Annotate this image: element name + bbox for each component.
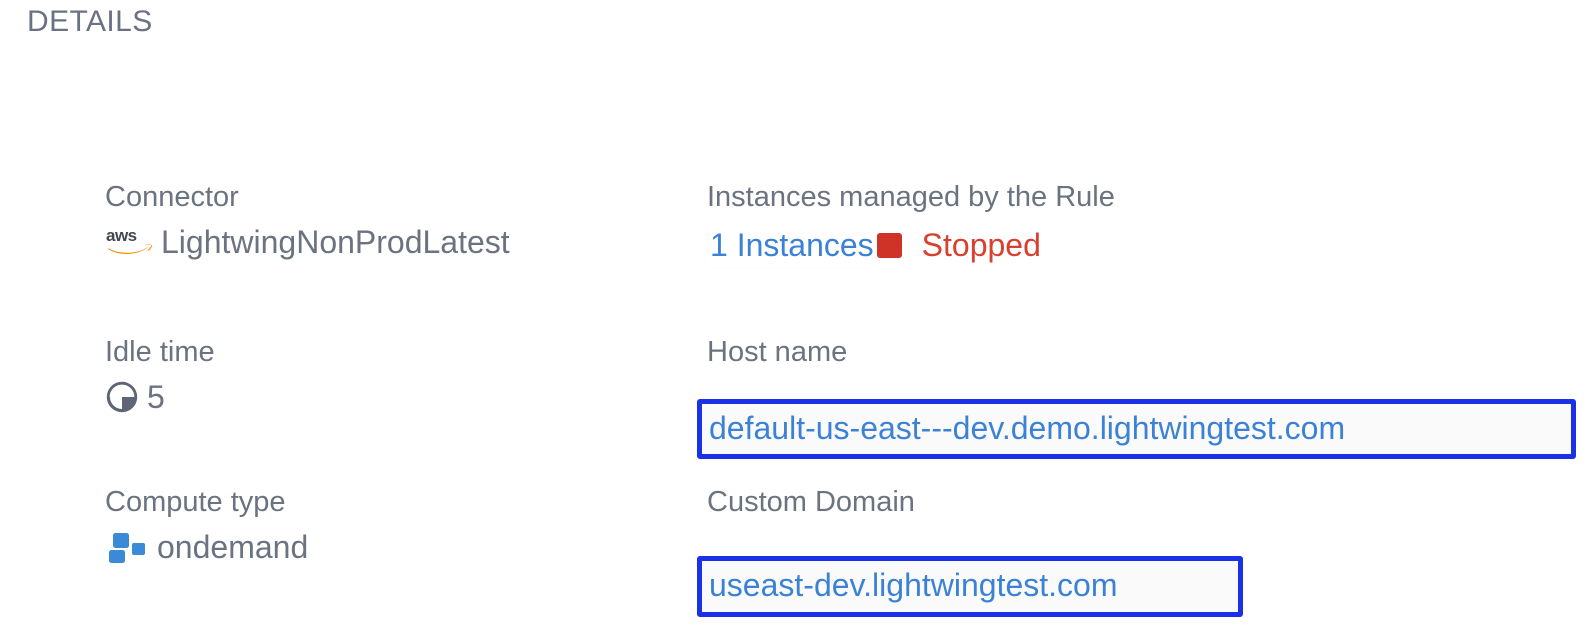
instances-count-link[interactable]: 1 Instances: [707, 222, 878, 268]
status-badge: Stopped: [921, 227, 1041, 263]
details-field-grid: Connector aws LightwingNonProdLatest Ins…: [105, 180, 1585, 567]
field-connector: Connector aws LightwingNonProdLatest: [105, 180, 707, 262]
idle-time-value: 5: [147, 379, 165, 415]
details-row-1: Connector aws LightwingNonProdLatest Ins…: [105, 180, 1585, 268]
field-idle-time: Idle time 5: [105, 335, 707, 417]
connector-value: LightwingNonProdLatest: [161, 224, 510, 260]
compute-type-value-row: ondemand: [105, 527, 707, 567]
host-name-highlight-wrapper: default-us-east---dev.demo.lightwingtest…: [697, 399, 1576, 459]
custom-domain-value[interactable]: useast-dev.lightwingtest.com: [702, 560, 1238, 612]
idle-time-label: Idle time: [105, 336, 215, 368]
field-compute-type: Compute type ondemand: [105, 485, 707, 567]
host-name-highlight-box: [697, 399, 1576, 459]
clock-icon: [105, 380, 139, 414]
svg-text:aws: aws: [106, 226, 137, 245]
host-name-label: Host name: [707, 336, 848, 368]
host-name-value[interactable]: default-us-east---dev.demo.lightwingtest…: [702, 403, 1571, 454]
custom-domain-highlight-box: [697, 556, 1243, 617]
compute-type-label: Compute type: [105, 486, 286, 518]
page-title: DETAILS: [27, 5, 153, 38]
connector-value-row: aws LightwingNonProdLatest: [105, 222, 707, 262]
compute-type-value: ondemand: [157, 529, 309, 565]
instances-value-row: 1 Instances Stopped: [707, 222, 1585, 268]
row-spacer-1: [105, 268, 1585, 335]
details-row-2: Idle time 5 Host name: [105, 335, 1585, 417]
aws-logo-icon: aws: [105, 224, 153, 258]
stopped-square-icon: [876, 232, 902, 258]
connector-label: Connector: [105, 181, 239, 213]
field-host-name: Host name: [707, 335, 1585, 369]
details-row-3: Compute type ondemand Custom Domain: [105, 485, 1585, 567]
instances-label: Instances managed by the Rule: [707, 181, 1115, 213]
idle-time-value-row: 5: [105, 377, 707, 417]
custom-domain-highlight-wrapper: useast-dev.lightwingtest.com: [697, 556, 1243, 617]
custom-domain-label: Custom Domain: [707, 486, 915, 518]
field-instances: Instances managed by the Rule 1 Instance…: [707, 180, 1585, 268]
compute-blocks-icon: [105, 530, 149, 564]
field-custom-domain: Custom Domain: [707, 485, 1585, 519]
